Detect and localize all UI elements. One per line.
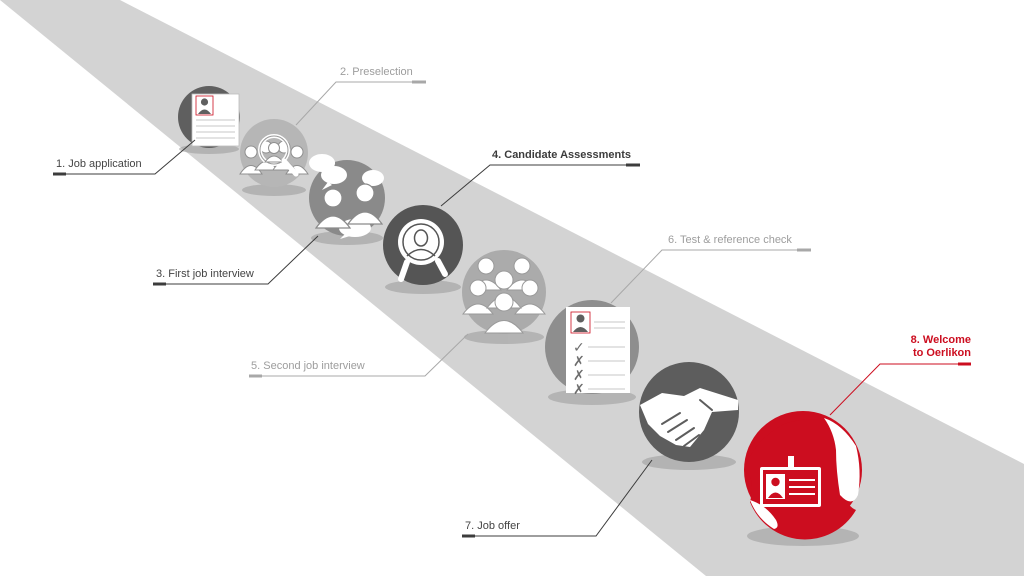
svg-text:✗: ✗ [573, 368, 585, 384]
step-8-label: 8. Welcome to Oerlikon [910, 334, 971, 359]
people-magnifier-icon [239, 119, 309, 187]
group-people-icon [461, 250, 547, 334]
leader-step-1 [53, 139, 196, 175]
leader-step-7 [462, 459, 653, 537]
checklist-icon: ✓ ✗ ✗ ✗ [545, 300, 639, 398]
person-magnifier-icon [383, 205, 463, 285]
step-1-label: 1. Job application [56, 158, 142, 170]
leader-step-6 [610, 249, 811, 304]
step-6-label: 6. Test & reference check [668, 234, 792, 246]
leader-step-4 [440, 164, 640, 207]
svg-text:✗: ✗ [573, 382, 585, 398]
step-7-label: 7. Job offer [465, 520, 520, 532]
step-4-label: 4. Candidate Assessments [492, 149, 632, 161]
leader-step-5 [249, 333, 469, 377]
id-badge-icon [744, 411, 862, 540]
step-5-label: 5. Second job interview [251, 360, 365, 372]
leader-step-2 [295, 81, 426, 126]
svg-text:✗: ✗ [573, 354, 585, 370]
leader-step-8 [829, 363, 971, 416]
step-2-label: 2. Preselection [340, 66, 413, 78]
leader-lines [53, 80, 971, 538]
conversation-icon [309, 154, 385, 239]
cv-document-icon [178, 86, 240, 148]
svg-text:✓: ✓ [573, 340, 585, 356]
handshake-icon [639, 362, 739, 462]
step-3-label: 3. First job interview [156, 268, 254, 280]
leader-step-3 [153, 235, 319, 285]
